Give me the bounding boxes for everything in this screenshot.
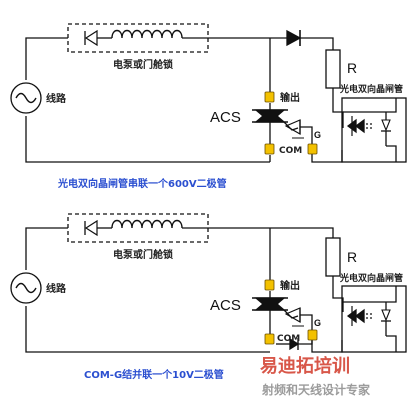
caption-2: COM-G结并联一个10V二极管 [84,368,224,381]
circuit-1 [10,23,407,163]
ac-source [10,82,42,114]
out-label: 输出 [280,91,300,104]
r-label: R [347,249,357,265]
acs-label: ACS [210,109,241,126]
line-label: 线路 [46,282,67,295]
pin-com [264,143,275,155]
resistor [325,49,341,89]
circuit-1-pins [264,91,318,155]
wire-left [25,37,68,80]
wire-left-bottom [25,116,270,163]
caption-1: 光电双向晶闸管串联一个600V二极管 [57,177,227,190]
watermark-title: 易迪拓培训 [260,355,350,377]
gate-diode [284,119,301,136]
opto-triac-box [341,285,407,353]
zener-diode-10v [289,337,300,351]
resistor [325,237,341,277]
series-diode-600v [286,29,302,47]
circuit-2 [10,213,407,353]
r-label: R [347,60,357,76]
watermark-subtitle: 射频和天线设计专家 [261,382,371,397]
pin-g [307,329,318,341]
g-label: G [314,318,321,328]
g-label: G [314,130,321,140]
ac-source [10,272,42,304]
opto-label: 光电双向晶闸管 [339,272,403,284]
load-label: 电泵或门舱锁 [113,58,173,71]
pin-com [264,333,275,345]
pin-g [307,143,318,155]
acs-label: ACS [210,297,241,314]
pin-out [264,279,275,291]
pin-out [264,91,275,103]
load-diode [84,29,98,47]
line-label: 线路 [46,92,67,105]
circuit-2-pins [264,279,318,345]
watermark: 易迪拓培训 射频和天线设计专家 [260,355,371,397]
load-coil [111,219,183,229]
load-label: 电泵或门舱锁 [113,248,173,261]
load-coil [111,29,183,39]
com-label: COM [277,334,300,344]
opto-label: 光电双向晶闸管 [339,83,403,95]
out-label: 输出 [280,279,300,292]
com-label: COM [279,146,302,156]
ac-source-sine [15,92,37,104]
opto-triac-box [341,97,407,163]
